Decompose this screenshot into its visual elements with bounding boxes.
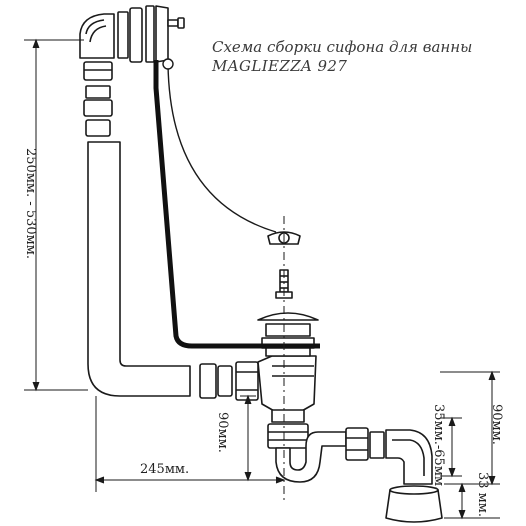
dim-line-connector <box>440 416 462 478</box>
diagram-title: Схема сборки сифона для ванны <box>212 38 473 56</box>
overflow-pipe <box>87 141 191 397</box>
dim-label-bottom: 33 мм. <box>475 472 490 518</box>
overflow-nut <box>83 61 113 137</box>
dim-label-outlet: 90мм. <box>215 412 230 453</box>
dim-line-bottom <box>444 482 500 520</box>
dim-label-connector: 35мм.-65мм. <box>431 404 446 491</box>
overflow-elbow <box>79 13 115 59</box>
trap-ubend <box>275 431 347 483</box>
overflow-screw <box>167 17 185 29</box>
drain-flange <box>257 312 319 357</box>
model-name: MAGLIEZZA 927 <box>212 57 348 75</box>
dim-line-outlet <box>240 394 256 482</box>
pipe-connector <box>199 361 259 401</box>
dim-label-horizontal: 245мм. <box>140 462 190 477</box>
control-cable <box>153 60 320 349</box>
control-wire <box>162 58 277 233</box>
dim-line-horizontal <box>94 396 286 492</box>
overflow-flange <box>117 5 169 63</box>
dim-label-overflow: 250мм. - 530мм. <box>23 148 38 259</box>
dim-line-right <box>440 370 500 486</box>
dim-line-overflow <box>24 38 88 392</box>
trap-outlet-nut <box>345 427 385 461</box>
outlet-adapter <box>385 489 443 523</box>
drain-body <box>257 355 317 449</box>
dim-label-right: 90мм. <box>489 404 504 445</box>
outlet-elbow <box>385 429 433 485</box>
